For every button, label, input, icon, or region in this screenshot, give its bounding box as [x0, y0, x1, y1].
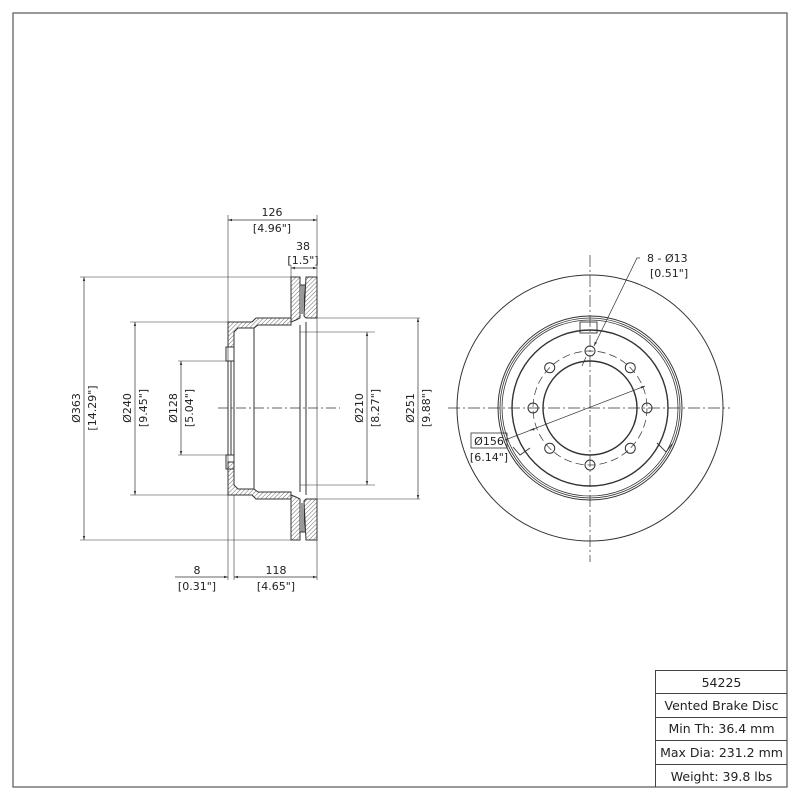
hub-offset-mm: 8 [194, 564, 201, 577]
rotor-thickness-mm: 38 [296, 240, 310, 253]
bolt-holes [527, 345, 653, 471]
hub-offset-in: [0.31"] [178, 580, 216, 593]
hat-height-mm: 118 [266, 564, 287, 577]
friction-ring-bottom-inboard [303, 498, 318, 541]
inner-hat-diameter-in: [8.27"] [369, 389, 382, 427]
rotor-thickness-in: [1.5"] [287, 254, 318, 267]
bolt-circle-in: [6.14"] [470, 451, 508, 464]
friction-ring-top-outboard [290, 276, 301, 323]
title-block: 54225 Vented Brake Disc Min Th: 36.4 mm … [655, 670, 787, 787]
hat-top-section [227, 317, 292, 356]
friction-ring-top-inboard [303, 276, 318, 319]
hat-height-in: [4.65"] [257, 580, 295, 593]
side-view-dimensions: 126 [4.96"] 38 [1.5"] 8 [0.31"] 118 [4.6… [70, 206, 433, 593]
part-description: Vented Brake Disc [656, 694, 787, 718]
front-view-dimensions: 8 - Ø13 [0.51"] Ø156 [6.14"] [470, 252, 688, 464]
overall-width-in: [4.96"] [253, 222, 291, 235]
hat-bottom-section [227, 461, 292, 500]
part-number: 54225 [656, 671, 787, 695]
weight: Weight: 39.8 lbs [670, 768, 773, 784]
center-bore-mm: Ø128 [167, 393, 180, 423]
center-bore-in: [5.04"] [183, 389, 196, 427]
front-view [448, 255, 730, 562]
friction-inner-diameter-in: [9.88"] [420, 389, 433, 427]
inner-hat-diameter-mm: Ø210 [353, 393, 366, 423]
min-thickness: Min Th: 36.4 mm [656, 718, 787, 742]
max-diameter: Max Dia: 231.2 mm [656, 741, 787, 765]
outer-diameter-mm: Ø363 [70, 393, 83, 423]
bolt-circle-mm: Ø156 [474, 435, 504, 448]
side-section-view [80, 215, 420, 580]
hat-diameter-in: [9.45"] [137, 389, 150, 427]
overall-width-mm: 126 [262, 206, 283, 219]
friction-ring-bottom-outboard [290, 494, 301, 541]
friction-inner-diameter-mm: Ø251 [404, 393, 417, 423]
bolt-holes-mm: 8 - Ø13 [647, 252, 688, 265]
hat-diameter-mm: Ø240 [121, 393, 134, 423]
outer-diameter-in: [14.29"] [86, 385, 99, 430]
drawing-frame [12, 12, 788, 788]
bolt-holes-in: [0.51"] [650, 267, 688, 280]
